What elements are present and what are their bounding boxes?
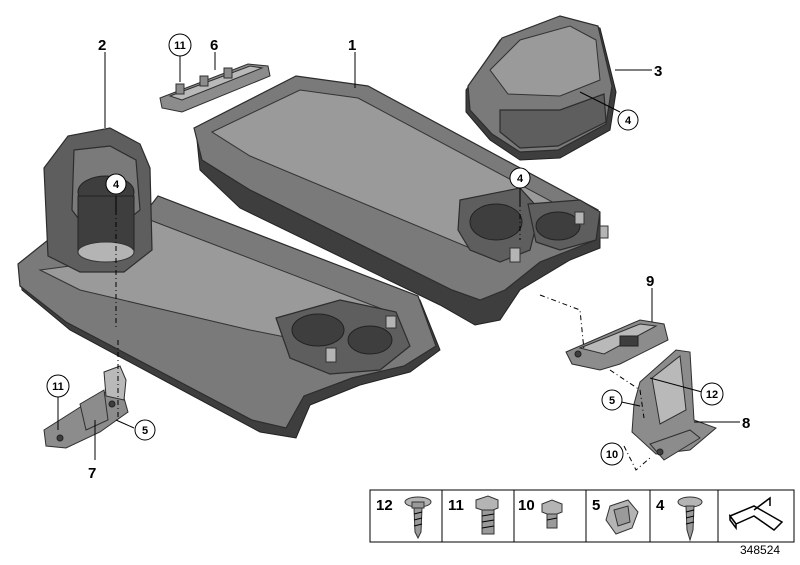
legend-cell-11: 11 bbox=[441, 489, 515, 543]
svg-text:10: 10 bbox=[518, 497, 535, 514]
callouts: 1 2 3 6 7 8 9 4 4 4 5 5 10 bbox=[46, 33, 750, 482]
svg-text:4: 4 bbox=[517, 173, 524, 185]
callout-4-cupholder: 4 bbox=[105, 173, 127, 195]
callout-5-left: 5 bbox=[134, 419, 156, 441]
svg-text:11: 11 bbox=[448, 497, 464, 514]
svg-text:12: 12 bbox=[376, 497, 393, 514]
callout-2: 2 bbox=[98, 37, 106, 54]
hex-head-screw-icon bbox=[541, 499, 563, 529]
legend-cell-12: 12 bbox=[369, 489, 443, 543]
callout-6: 6 bbox=[210, 37, 218, 54]
part-8-bracket bbox=[631, 349, 717, 461]
legend-cell-10: 10 bbox=[513, 489, 587, 543]
flange-screw-icon bbox=[404, 496, 432, 540]
callout-11-top: 11 bbox=[168, 33, 192, 57]
hex-bolt-icon bbox=[475, 495, 499, 535]
legend-cell-4: 4 bbox=[649, 489, 719, 543]
part-6-clip-strip bbox=[159, 63, 271, 113]
callout-1: 1 bbox=[348, 37, 356, 54]
fastener-legend: 12 11 10 bbox=[369, 489, 795, 543]
self-tapping-screw-icon bbox=[677, 496, 703, 542]
diagram-reference-number: 348524 bbox=[740, 543, 780, 557]
part-3-cover bbox=[465, 15, 617, 161]
callout-11-left: 11 bbox=[46, 374, 70, 398]
callout-12: 12 bbox=[700, 382, 724, 406]
callout-4-tray: 4 bbox=[509, 167, 531, 189]
part-7-bracket bbox=[43, 365, 129, 449]
svg-text:11: 11 bbox=[174, 40, 186, 52]
legend-cell-shim bbox=[717, 489, 795, 543]
angle-shim-icon bbox=[728, 496, 784, 531]
callout-8: 8 bbox=[742, 415, 750, 432]
part-2-armrest-with-cupholder bbox=[17, 127, 441, 439]
part-9-bracket bbox=[565, 319, 669, 371]
svg-text:5: 5 bbox=[142, 425, 148, 437]
callout-5-right: 5 bbox=[601, 389, 623, 411]
svg-text:12: 12 bbox=[706, 389, 718, 401]
svg-text:4: 4 bbox=[625, 115, 632, 127]
svg-text:5: 5 bbox=[609, 395, 615, 407]
part-1-armrest-tray bbox=[193, 75, 609, 326]
callout-4-cover: 4 bbox=[617, 109, 639, 131]
callout-9: 9 bbox=[646, 273, 654, 290]
svg-text:11: 11 bbox=[52, 381, 64, 393]
callout-7: 7 bbox=[88, 465, 96, 482]
callout-10: 10 bbox=[600, 442, 624, 466]
svg-text:10: 10 bbox=[606, 449, 618, 461]
callout-3: 3 bbox=[654, 63, 662, 80]
legend-cell-5: 5 bbox=[585, 489, 651, 543]
svg-text:4: 4 bbox=[656, 497, 665, 514]
speed-nut-icon bbox=[605, 499, 639, 535]
svg-text:4: 4 bbox=[113, 179, 120, 191]
svg-text:5: 5 bbox=[592, 497, 600, 514]
